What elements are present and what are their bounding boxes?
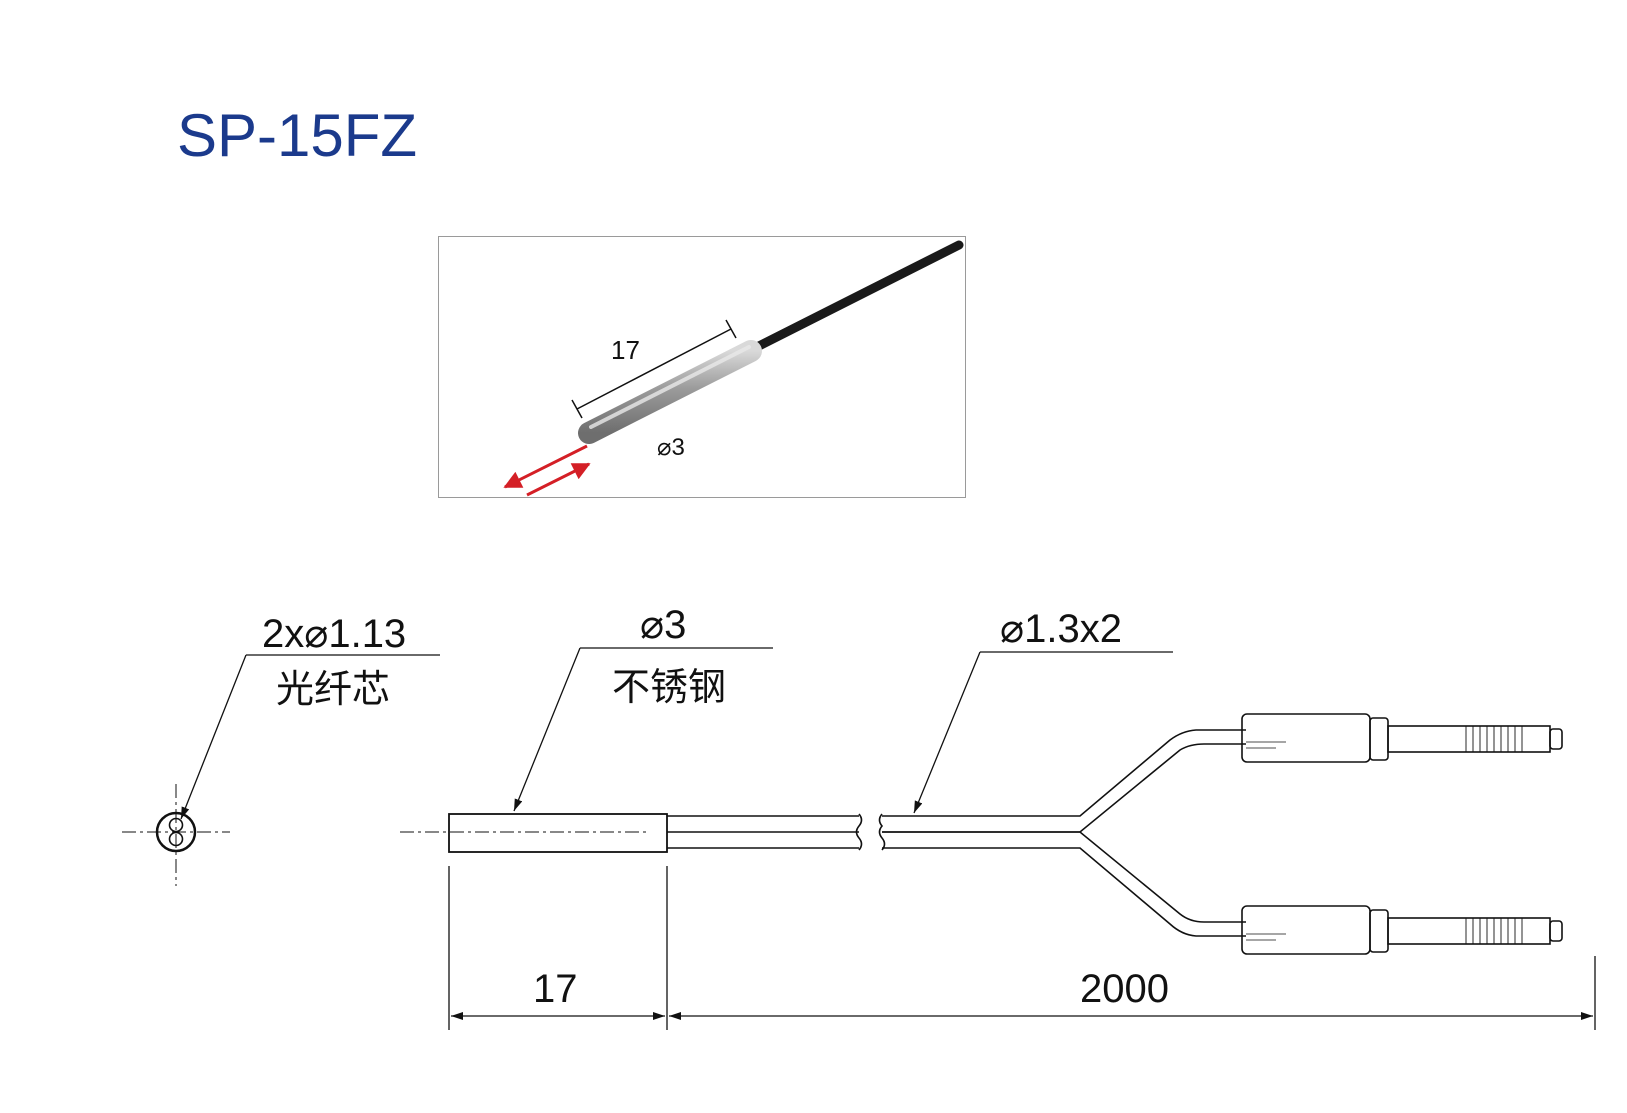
cable-right-segment [878, 729, 1246, 937]
connector-top [1241, 713, 1563, 763]
photo-length-label: 17 [611, 335, 640, 365]
dim-cable-length: 2000 [1080, 967, 1169, 1011]
dim-tip-length: 17 [533, 967, 578, 1011]
dimension-lines [448, 866, 1596, 1030]
tip-callout: ⌀3 不锈钢 [513, 603, 773, 812]
core-callout-size: 2x⌀1.13 [262, 612, 406, 656]
connector-bottom [1241, 905, 1563, 955]
core-callout: 2x⌀1.13 光纤芯 [180, 612, 440, 820]
product-photo: 17 ⌀3 [503, 240, 964, 497]
photo-length-dimension [571, 319, 737, 419]
end-view [122, 784, 230, 886]
model-title: SP-15FZ [177, 102, 418, 169]
cable-callout: ⌀1.3x2 [913, 607, 1173, 814]
fiber-core-upper [168, 817, 184, 833]
photo-diameter-label: ⌀3 [657, 434, 685, 461]
emitted-light-arrow [503, 444, 588, 489]
tip-callout-size: ⌀3 [640, 603, 686, 647]
product-photo-panel: 17 ⌀3 [438, 236, 966, 498]
photo-cable [744, 240, 964, 356]
end-view-outer-circle [155, 811, 197, 853]
core-callout-material: 光纤芯 [276, 667, 390, 711]
photo-steel-tip [578, 340, 762, 444]
tip-callout-material: 不锈钢 [612, 665, 726, 709]
fiber-core-lower [168, 831, 184, 847]
cable-left-segment [667, 813, 863, 851]
received-light-arrow [526, 462, 591, 497]
cable-callout-size: ⌀1.3x2 [1000, 607, 1122, 651]
steel-tip-outline [448, 813, 668, 853]
